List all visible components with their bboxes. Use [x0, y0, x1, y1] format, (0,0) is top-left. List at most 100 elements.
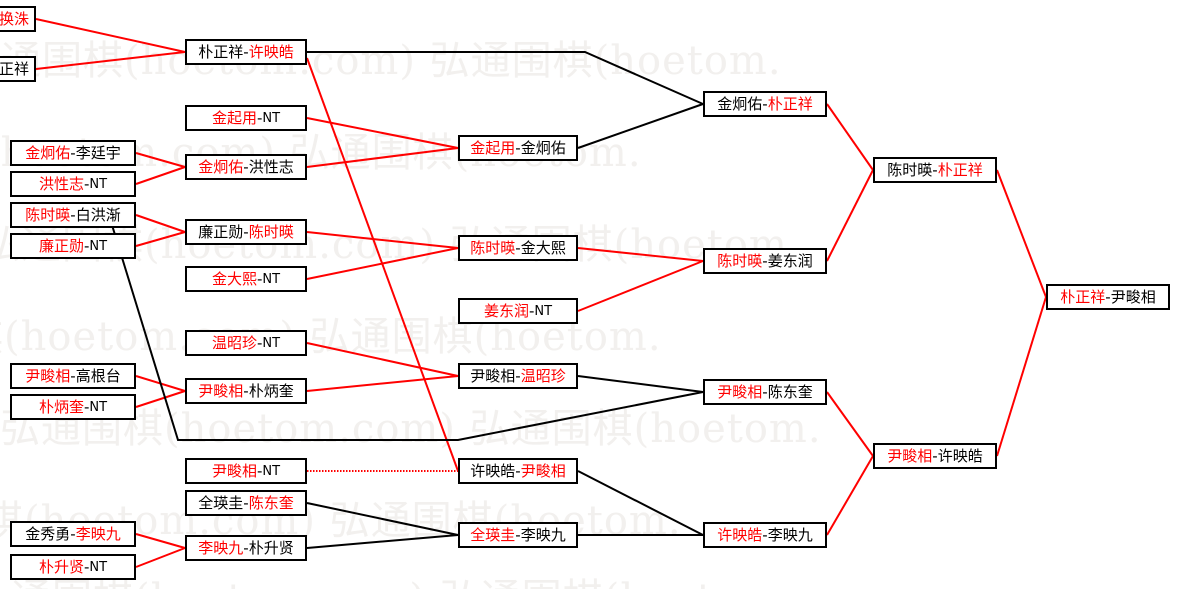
c-r2m10-to-r3m6	[306, 534, 459, 549]
name-separator: -	[762, 251, 768, 270]
player-name-right: 尹畯相	[1110, 287, 1156, 306]
player-name-right: 陈时暎	[248, 222, 294, 241]
player-name-left: 金炯佑	[198, 157, 244, 176]
match-box[interactable]: 许映皓-尹畯相	[458, 458, 578, 484]
match-box[interactable]: 尹畯相-高根台	[10, 363, 136, 389]
player-name-left: 陈时暎	[887, 160, 933, 179]
match-box[interactable]: 姜东润-NT	[458, 298, 578, 324]
match-box[interactable]: 正祥	[0, 56, 36, 82]
match-box[interactable]: 金起用-金炯佑	[458, 135, 578, 161]
name-separator: -	[932, 446, 938, 465]
player-name-left: 姜东润	[483, 301, 529, 320]
player-name-right: 温昭珍	[520, 366, 566, 385]
match-box[interactable]: 陈时暎-姜东润	[703, 248, 827, 274]
c-r1m5-to-r2m4	[135, 214, 186, 233]
player-name-left: 朴炳奎	[38, 397, 84, 416]
player-name-left: 全瑛圭	[198, 493, 244, 512]
c-r4m4-to-r5m2	[826, 455, 874, 536]
c-r1m8-to-r2m7	[135, 390, 186, 408]
match-box[interactable]: 尹畯相-许映皓	[873, 443, 997, 469]
name-separator: -	[762, 525, 768, 544]
c-r2m6-to-r3m4	[306, 342, 459, 377]
player-name-right: 朴正祥	[767, 94, 813, 113]
match-box[interactable]: 金大熙-NT	[185, 266, 307, 292]
match-box[interactable]: 全瑛圭-李映九	[458, 522, 578, 548]
player-name-right: 高根台	[75, 366, 121, 385]
match-box[interactable]: 金秀勇-李映九	[10, 521, 136, 547]
match-box[interactable]: 陈时暎-朴正祥	[873, 157, 997, 183]
match-box[interactable]: 陈时暎-白洪渐	[10, 202, 136, 228]
c-r4m3-to-r5m2	[826, 391, 874, 457]
c-r1m4-to-r2m3	[135, 166, 186, 185]
name-separator: -	[243, 493, 249, 512]
match-box[interactable]: 许映皓-李映九	[703, 522, 827, 548]
player-name-right: 朴正祥	[937, 160, 983, 179]
player-name-left: 金炯佑	[717, 94, 763, 113]
player-name-right: NT	[262, 110, 281, 126]
c-r3m3-to-r4m2	[577, 260, 704, 312]
player-name-left: 朴正祥	[1060, 287, 1106, 306]
match-box[interactable]: 李映九-朴升贤	[185, 535, 307, 561]
match-box[interactable]: 全瑛圭-陈东奎	[185, 490, 307, 516]
match-box[interactable]: 金炯佑-朴正祥	[703, 91, 827, 117]
match-box[interactable]: 朴升贤-NT	[10, 554, 136, 580]
name-separator: -	[515, 461, 521, 480]
player-name-left: 温昭珍	[211, 333, 257, 352]
c-r2m4-to-r3m2	[306, 231, 459, 249]
name-separator: -	[243, 42, 249, 61]
player-name-right: 李映九	[75, 524, 121, 543]
match-box[interactable]: 廉正勋-NT	[10, 233, 136, 259]
name-separator: -	[83, 397, 90, 416]
match-box[interactable]: 廉正勋-陈时暎	[185, 219, 307, 245]
player-name-right: 李映九	[520, 525, 566, 544]
match-box[interactable]: 金炯佑-洪性志	[185, 154, 307, 180]
match-box[interactable]: 尹畯相-朴炳奎	[185, 378, 307, 404]
c-r2m5-to-r3m2	[306, 247, 459, 280]
match-box[interactable]: 尹畯相-陈东奎	[703, 379, 827, 405]
name-separator: -	[70, 205, 76, 224]
match-box[interactable]: 尹畯相-NT	[185, 458, 307, 484]
match-box[interactable]: 换洙	[0, 6, 36, 32]
c-r5m2-to-final	[996, 296, 1047, 457]
name-separator: -	[762, 94, 768, 113]
match-box[interactable]: 金起用-NT	[185, 105, 307, 131]
c-long-black	[107, 211, 704, 441]
match-box[interactable]: 金炯佑-李廷宇	[10, 140, 136, 166]
name-separator: -	[243, 538, 249, 557]
player-name-left: 尹畯相	[198, 381, 244, 400]
name-separator: -	[515, 525, 521, 544]
player-name-right: 许映皓	[937, 446, 983, 465]
player-name-right: NT	[89, 559, 108, 575]
player-name-right: 李映九	[767, 525, 813, 544]
c-r2m1-to-r3m5	[306, 57, 459, 472]
name-separator: -	[515, 138, 521, 157]
player-name-left: 金秀勇	[25, 524, 71, 543]
match-box[interactable]: 温昭珍-NT	[185, 330, 307, 356]
match-box[interactable]: 尹畯相-温昭珍	[458, 363, 578, 389]
player-name-left: 换洙	[0, 9, 29, 28]
player-name-left: 洪性志	[38, 174, 84, 193]
player-name-left: 尹畯相	[211, 461, 257, 480]
player-name-right: 尹畯相	[520, 461, 566, 480]
player-name-right: 李廷宇	[75, 143, 121, 162]
match-box[interactable]: 洪性志-NT	[10, 171, 136, 197]
match-box[interactable]: 朴正祥-尹畯相	[1046, 284, 1170, 310]
match-box[interactable]: 陈时暎-金大熙	[458, 235, 578, 261]
player-name-right: 金炯佑	[520, 138, 566, 157]
name-separator: -	[932, 160, 938, 179]
name-separator: -	[256, 108, 263, 127]
player-name-right: 朴炳奎	[248, 381, 294, 400]
c-r2m2-to-r3m1	[306, 117, 459, 149]
match-box[interactable]: 朴炳奎-NT	[10, 394, 136, 420]
c-r5m1-to-final	[996, 169, 1047, 298]
player-name-left: 尹畯相	[717, 382, 763, 401]
name-separator: -	[256, 461, 263, 480]
c-r4m1-to-r5m1	[826, 103, 874, 171]
watermark-text: 弘通围棋(hoetom.com) 弘通围棋(hoetom.	[0, 38, 782, 84]
name-separator: -	[70, 366, 76, 385]
c-r1m7-to-r2m7	[135, 375, 186, 392]
c-r2m7-to-r3m4	[306, 375, 459, 392]
name-separator: -	[762, 382, 768, 401]
match-box[interactable]: 朴正祥-许映皓	[185, 39, 307, 65]
